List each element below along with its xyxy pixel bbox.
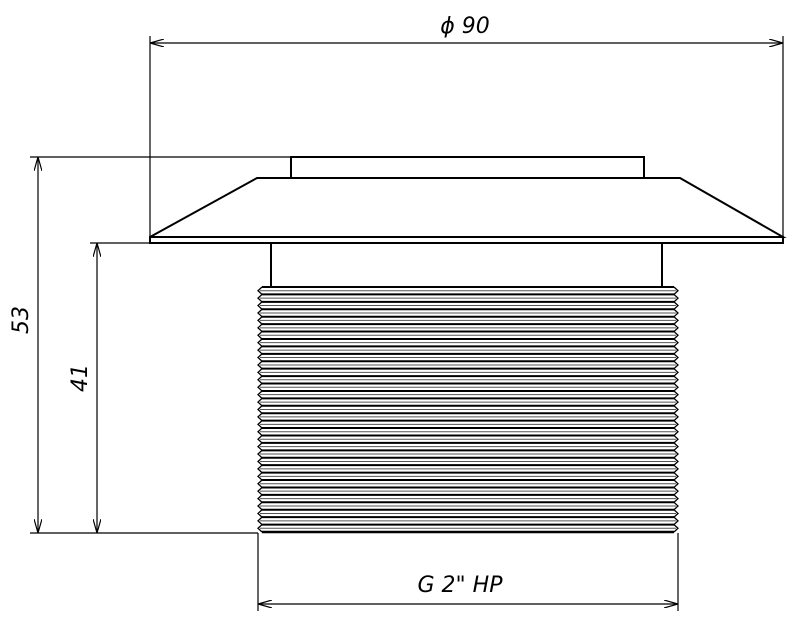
thread-profile-right [673,286,679,533]
thread-size-dimension: G 2" HP [257,533,679,611]
neck [270,243,663,287]
thread-height-dimension: 41 [68,242,150,533]
flange-plate [149,236,784,244]
total-height-label: 53 [9,306,34,334]
thread-size-label: G 2" HP [418,573,504,598]
diameter-dimension: ϕ 90 [149,14,784,237]
thread-body [257,286,679,534]
total-height-dimension: 53 [9,156,291,534]
thread-height-label: 41 [68,364,93,392]
diameter-label: ϕ 90 [440,14,490,39]
top-cap [290,156,645,179]
thread-profile-left [257,286,263,533]
flange-cone [149,177,787,238]
